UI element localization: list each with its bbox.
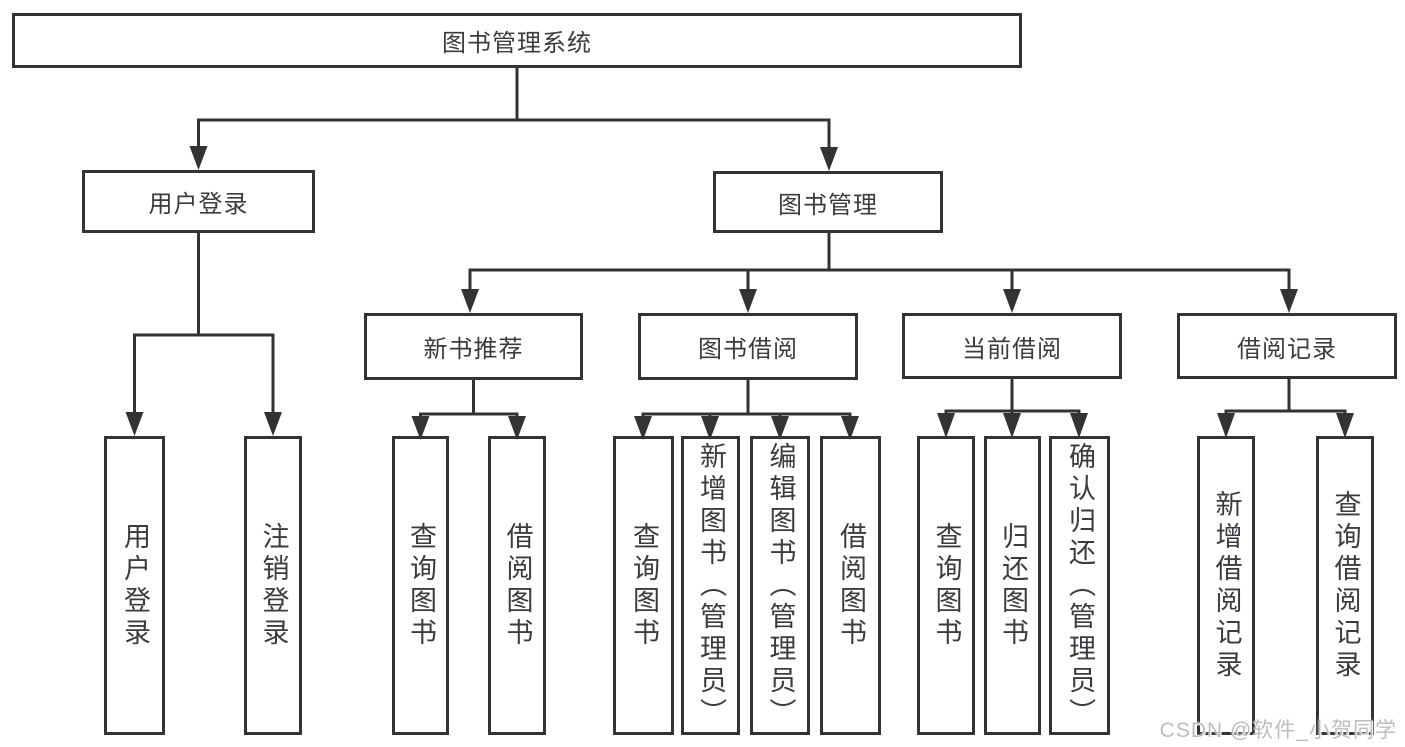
node-root-label: 图书管理系统 xyxy=(442,30,592,57)
leaf-add-borrow-record: 新增借阅记录 xyxy=(1197,436,1255,735)
leaf-logout-label: 注销登录 xyxy=(258,521,289,650)
leaf-add-borrow-record-label: 新增借阅记录 xyxy=(1211,489,1242,682)
node-user-login-label: 用户登录 xyxy=(148,191,249,218)
arrowhead xyxy=(264,412,282,436)
node-current-borrow-label: 当前借阅 xyxy=(962,335,1062,363)
leaf-query-books-recommend: 查询图书 xyxy=(392,436,449,735)
leaf-add-book-admin-label: 新增图书（管理员） xyxy=(696,441,726,730)
leaf-query-books-current-label: 查询图书 xyxy=(931,521,962,650)
node-new-book-recommend-label: 新书推荐 xyxy=(423,336,524,363)
node-book-management: 图书管理 xyxy=(713,171,943,233)
leaf-edit-book-admin: 编辑图书（管理员） xyxy=(750,436,810,735)
arrowhead xyxy=(125,412,144,436)
leaf-user-login-label: 用户登录 xyxy=(120,521,150,650)
leaf-query-books-recommend-label: 查询图书 xyxy=(406,521,436,650)
leaf-add-book-admin: 新增图书（管理员） xyxy=(681,436,740,735)
leaf-logout: 注销登录 xyxy=(244,436,302,735)
leaf-query-books-borrow-label: 查询图书 xyxy=(629,521,659,650)
node-new-book-recommend: 新书推荐 xyxy=(364,313,583,380)
node-root: 图书管理系统 xyxy=(12,13,1022,68)
arrowhead xyxy=(1003,413,1021,438)
node-book-management-label: 图书管理 xyxy=(778,191,878,219)
leaf-borrow-book: 借阅图书 xyxy=(820,436,881,735)
arrowhead xyxy=(461,289,479,313)
leaf-user-login: 用户登录 xyxy=(104,436,165,735)
arrowhead xyxy=(1070,413,1088,438)
leaf-query-books-borrow: 查询图书 xyxy=(613,436,674,735)
arrowhead xyxy=(1003,289,1021,313)
leaf-borrow-books-recommend: 借阅图书 xyxy=(488,436,546,735)
arrowhead xyxy=(820,147,838,171)
leaf-confirm-return-admin: 确认归还（管理员） xyxy=(1049,436,1110,735)
leaf-return-book: 归还图书 xyxy=(984,436,1041,735)
node-current-borrow: 当前借阅 xyxy=(902,313,1122,379)
arrowhead xyxy=(739,289,757,313)
node-borrow-records: 借阅记录 xyxy=(1177,313,1397,379)
arrowhead xyxy=(1336,413,1354,438)
leaf-edit-book-admin-label: 编辑图书（管理员） xyxy=(765,441,796,730)
node-borrow-records-label: 借阅记录 xyxy=(1237,335,1337,363)
leaf-query-borrow-record-label: 查询借阅记录 xyxy=(1330,489,1361,682)
leaf-query-borrow-record: 查询借阅记录 xyxy=(1316,436,1374,735)
node-book-borrow: 图书借阅 xyxy=(638,313,858,380)
leaf-borrow-book-label: 借阅图书 xyxy=(836,521,866,650)
arrowhead xyxy=(189,146,208,170)
node-user-login: 用户登录 xyxy=(82,170,315,233)
node-book-borrow-label: 图书借阅 xyxy=(698,336,798,363)
csdn-watermark: CSDN @软件_小贺同学 xyxy=(1159,719,1397,742)
leaf-borrow-books-recommend-label: 借阅图书 xyxy=(502,521,533,650)
arrowhead xyxy=(1280,289,1298,313)
arrowhead xyxy=(1217,413,1235,438)
leaf-return-book-label: 归还图书 xyxy=(998,521,1028,650)
leaf-confirm-return-admin-label: 确认归还（管理员） xyxy=(1065,441,1095,730)
arrowhead xyxy=(937,413,955,438)
leaf-query-books-current: 查询图书 xyxy=(917,436,975,735)
